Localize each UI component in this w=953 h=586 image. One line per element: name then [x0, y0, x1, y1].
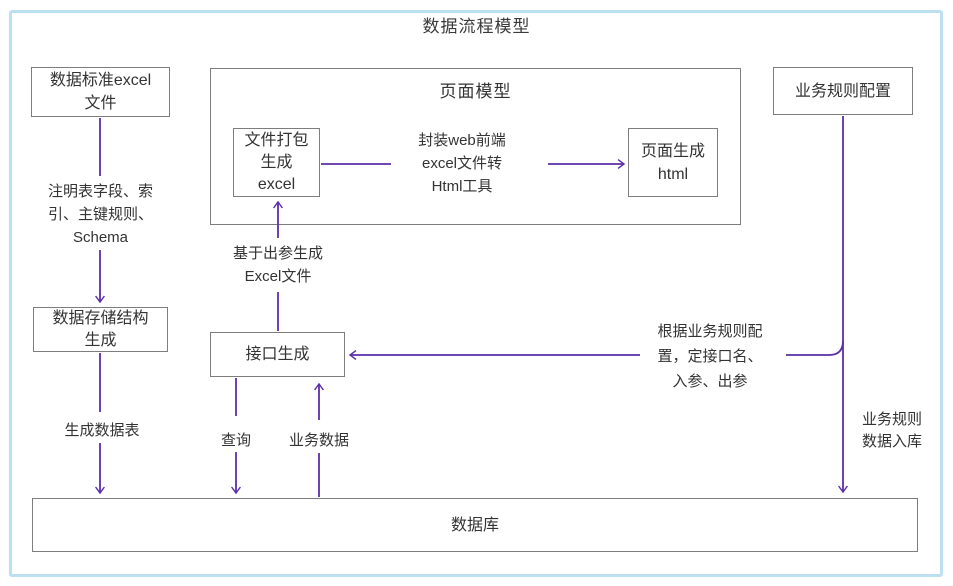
node-excel-standard-file: 数据标准excel 文件	[31, 67, 170, 117]
group-page-model: 页面模型	[210, 68, 741, 225]
label-rule-config-api: 根据业务规则配 置，定接口名、 入参、出参	[657, 323, 763, 390]
group-page-model-label: 页面模型	[439, 82, 512, 101]
label-table-annotation: 注明表字段、索 引、主键规则、 Schema	[47, 183, 153, 246]
node-page-gen-html: 页面生成 html	[628, 128, 718, 197]
node-database: 数据库	[32, 498, 918, 552]
outer-frame	[9, 10, 943, 577]
node-file-pack-excel: 文件打包 生成 excel	[233, 128, 320, 197]
label-biz-data: 业务数据	[288, 432, 349, 449]
label-excel-from-output: 基于出参生成 Excel文件	[232, 245, 323, 285]
label-rule-data-store: 业务规则 数据入库	[861, 411, 922, 450]
node-biz-rule-config: 业务规则配置	[773, 67, 913, 115]
node-api-gen: 接口生成	[210, 332, 345, 377]
label-gen-data-table: 生成数据表	[64, 422, 140, 439]
label-query: 查询	[220, 432, 251, 449]
node-storage-struct-gen: 数据存储结构 生成	[33, 307, 168, 352]
label-web-excel-html-tool: 封装web前端 excel文件转 Html工具	[418, 132, 506, 195]
diagram-title: 数据流程模型	[422, 17, 531, 36]
